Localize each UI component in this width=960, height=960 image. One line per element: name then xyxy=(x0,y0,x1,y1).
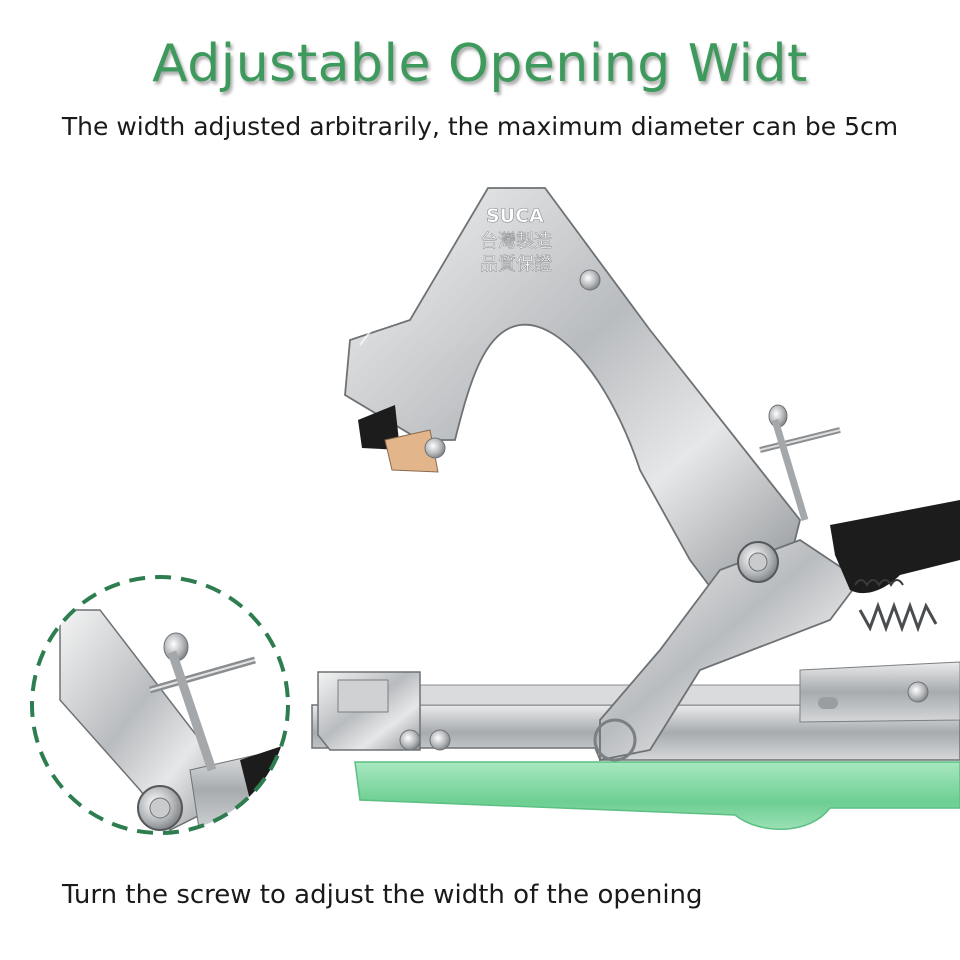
jaw-tip-bolt xyxy=(424,437,446,459)
front-latch xyxy=(337,679,389,713)
lower-lever-arm xyxy=(599,538,862,762)
body-slot xyxy=(818,697,838,709)
brand-logo: SUCA xyxy=(486,205,544,227)
upper-jaw-arm xyxy=(344,187,801,602)
page-title: Adjustable Opening Widt xyxy=(152,34,808,94)
handle-grip-ridges xyxy=(854,579,904,587)
upper-jaw-inner-edge xyxy=(359,199,471,346)
main-pivot-center xyxy=(748,552,768,572)
zoom-dashed-ring xyxy=(30,575,290,835)
rear-slot-plate xyxy=(799,661,960,723)
zoom-inset xyxy=(30,575,290,835)
green-tape-cartridge xyxy=(354,761,960,830)
jaw-upper-rivet xyxy=(579,269,601,291)
stamp-line-2: 品質保證 xyxy=(480,254,552,275)
adjust-screw[interactable] xyxy=(759,404,841,522)
return-spring xyxy=(858,601,938,633)
page-subtitle: The width adjusted arbitrarily, the maxi… xyxy=(61,112,899,141)
zoom-pivot-center xyxy=(149,797,171,819)
stamp-line-1: 台灣製造 xyxy=(480,231,552,252)
front-bolt-left xyxy=(399,729,421,751)
rear-rivet xyxy=(907,681,929,703)
bottom-caption: Turn the screw to adjust the width of th… xyxy=(62,880,703,910)
lever-pivot-ring xyxy=(593,718,637,762)
jaw-tip-guide xyxy=(384,429,439,473)
zoom-screw-icon xyxy=(149,632,256,772)
front-bolt-right xyxy=(429,729,451,751)
black-handle-grip[interactable] xyxy=(830,500,960,594)
